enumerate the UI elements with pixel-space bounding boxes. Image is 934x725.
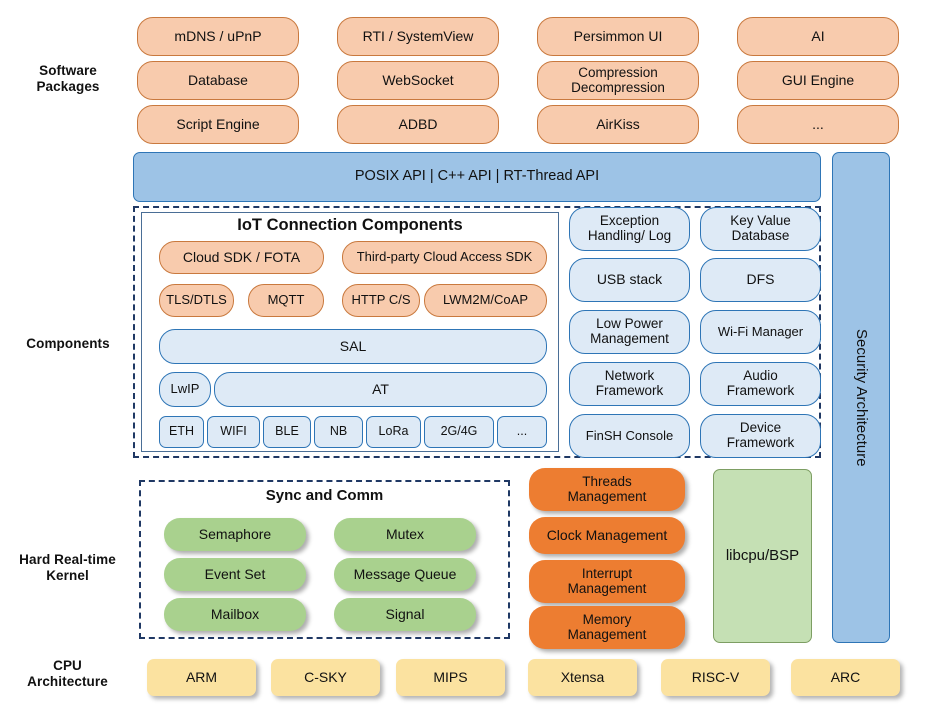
component-device-line2: Framework [726,435,795,450]
component-device-framework[interactable]: Device Framework [700,414,821,458]
component-kvdb-line2: Database [731,228,790,243]
kernel-event-set[interactable]: Event Set [164,558,306,591]
cpu-c-sky[interactable]: C-SKY [271,659,380,696]
package-persimmon-ui[interactable]: Persimmon UI [537,17,699,56]
component-wifi-manager[interactable]: Wi-Fi Manager [700,310,821,354]
iot-lwip[interactable]: LwIP [159,372,211,407]
sync-and-comm-title: Sync and Comm [265,487,384,504]
row-label-software-packages-line1: Software [39,63,97,78]
libcpu-bsp[interactable]: libcpu/BSP [713,469,812,643]
iot-eth[interactable]: ETH [159,416,204,448]
cpu-arm[interactable]: ARM [147,659,256,696]
package-gui-engine[interactable]: GUI Engine [737,61,899,100]
row-label-kernel: Hard Real-time Kernel [0,552,135,584]
iot-nb[interactable]: NB [314,416,363,448]
component-network-line2: Framework [595,383,664,398]
cpu-risc-v[interactable]: RISC-V [661,659,770,696]
component-exception-handling-log[interactable]: Exception Handling/ Log [569,207,690,251]
package-rti-systemview[interactable]: RTI / SystemView [337,17,499,56]
iot-third-party-cloud-access-sdk[interactable]: Third-party Cloud Access SDK [342,241,547,274]
threads-mgmt-line2: Management [567,488,647,504]
component-exception-line2: Handling/ Log [587,228,672,243]
threads-mgmt-line1: Threads [582,473,632,489]
package-compression-line1: Compression [578,64,658,80]
row-label-kernel-line1: Hard Real-time [19,552,116,567]
component-audio-line1: Audio [743,368,778,384]
component-exception-line1: Exception [599,213,660,229]
cpu-mips[interactable]: MIPS [396,659,505,696]
component-finsh-console[interactable]: FinSH Console [569,414,690,458]
component-network-framework[interactable]: Network Framework [569,362,690,406]
package-ai[interactable]: AI [737,17,899,56]
iot-at[interactable]: AT [214,372,547,407]
kernel-semaphore[interactable]: Semaphore [164,518,306,551]
iot-connection-components-title: IoT Connection Components [237,216,463,234]
package-compression-decompression[interactable]: Compression Decompression [537,61,699,100]
component-lpm-line2: Management [590,331,669,346]
component-usb-stack[interactable]: USB stack [569,258,690,302]
interrupt-mgmt-line1: Interrupt [581,565,633,581]
iot-2g-4g[interactable]: 2G/4G [424,416,494,448]
iot-more[interactable]: ... [497,416,547,448]
component-network-line1: Network [604,368,655,384]
component-dfs[interactable]: DFS [700,258,821,302]
iot-lwm2m-coap[interactable]: LWM2M/CoAP [424,284,547,317]
api-bar[interactable]: POSIX API | C++ API | RT-Thread API [133,152,821,202]
iot-mqtt[interactable]: MQTT [248,284,324,317]
package-more[interactable]: ... [737,105,899,144]
iot-cloud-sdk-fota[interactable]: Cloud SDK / FOTA [159,241,324,274]
iot-ble[interactable]: BLE [263,416,311,448]
iot-sal[interactable]: SAL [159,329,547,364]
memory-mgmt-line1: Memory [582,611,632,627]
sync-and-comm-panel [139,480,510,639]
iot-wifi[interactable]: WIFI [207,416,260,448]
package-database[interactable]: Database [137,61,299,100]
kernel-mailbox[interactable]: Mailbox [164,598,306,631]
package-mdns-upnp[interactable]: mDNS / uPnP [137,17,299,56]
kernel-clock-management[interactable]: Clock Management [529,517,685,554]
row-label-software-packages: Software Packages [8,63,128,95]
iot-http-cs[interactable]: HTTP C/S [342,284,420,317]
row-label-cpu-architecture: CPU Architecture [0,658,135,690]
package-script-engine[interactable]: Script Engine [137,105,299,144]
cpu-arc[interactable]: ARC [791,659,900,696]
kernel-signal[interactable]: Signal [334,598,476,631]
kernel-message-queue[interactable]: Message Queue [334,558,476,591]
component-audio-framework[interactable]: Audio Framework [700,362,821,406]
package-airkiss[interactable]: AirKiss [537,105,699,144]
package-websocket[interactable]: WebSocket [337,61,499,100]
component-device-line1: Device [739,420,782,436]
iot-lora[interactable]: LoRa [366,416,421,448]
row-label-components: Components [26,336,110,351]
kernel-threads-management[interactable]: Threads Management [529,468,685,511]
package-adbd[interactable]: ADBD [337,105,499,144]
row-label-cpu-line1: CPU [53,658,82,673]
iot-tls-dtls[interactable]: TLS/DTLS [159,284,234,317]
component-low-power-management[interactable]: Low Power Management [569,310,690,354]
memory-mgmt-line2: Management [567,626,647,642]
component-kvdb-line1: Key Value [730,213,791,229]
kernel-interrupt-management[interactable]: Interrupt Management [529,560,685,603]
component-lpm-line1: Low Power [596,316,663,332]
interrupt-mgmt-line2: Management [567,580,647,596]
component-audio-line2: Framework [726,383,795,398]
kernel-mutex[interactable]: Mutex [334,518,476,551]
cpu-xtensa[interactable]: Xtensa [528,659,637,696]
row-label-software-packages-line2: Packages [36,79,100,94]
kernel-memory-management[interactable]: Memory Management [529,606,685,649]
component-key-value-database[interactable]: Key Value Database [700,207,821,251]
row-label-cpu-line2: Architecture [27,674,108,689]
row-label-kernel-line2: Kernel [46,568,89,583]
security-architecture-column[interactable]: Security Architecture [832,152,890,643]
package-compression-line2: Decompression [571,79,665,95]
